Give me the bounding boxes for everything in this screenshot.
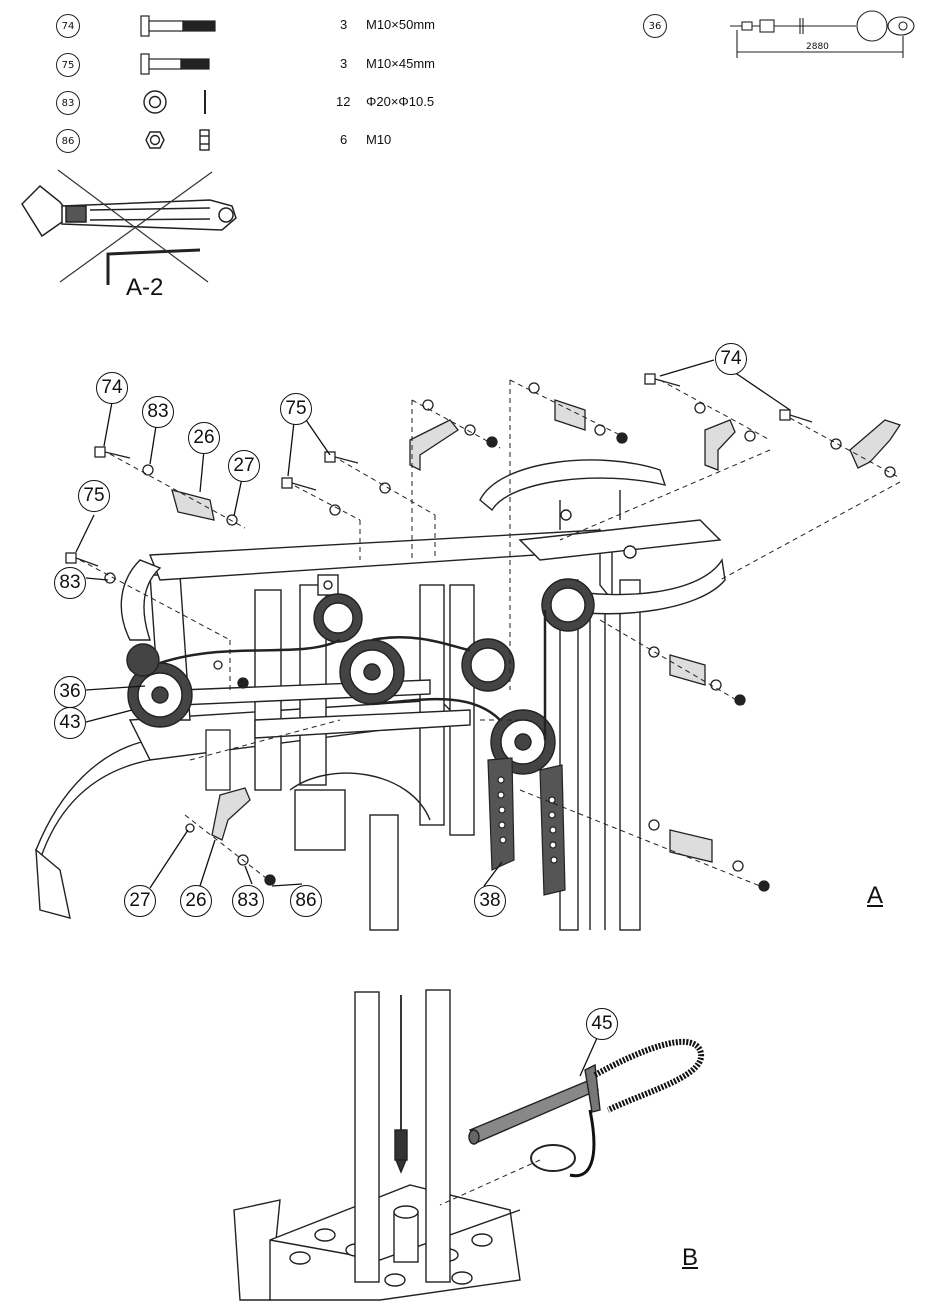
part-id-badge: 74 xyxy=(56,14,80,38)
callout-45: 45 xyxy=(586,1008,618,1040)
part-spec: M10×45mm xyxy=(366,56,435,71)
step-label-b: B xyxy=(682,1244,699,1271)
part-qty: 6 xyxy=(340,132,348,147)
callout-27: 27 xyxy=(124,885,156,917)
cable-run xyxy=(159,610,547,740)
callout-38: 38 xyxy=(474,885,506,917)
part-id-badge: 83 xyxy=(56,91,80,115)
callout-75: 75 xyxy=(280,393,312,425)
leader-lines xyxy=(75,359,791,1077)
callout-74: 74 xyxy=(715,343,747,375)
part-qty: 3 xyxy=(340,56,348,71)
part-row-86: 86 6 M10 xyxy=(0,127,480,157)
callout-26: 26 xyxy=(188,422,220,454)
part-row-74: 74 3 M10×50mm xyxy=(0,12,480,42)
part-spec: M10 xyxy=(366,132,392,147)
bolt-icon xyxy=(140,15,216,37)
callout-74: 74 xyxy=(96,372,128,404)
callout-26: 26 xyxy=(180,885,212,917)
callout-83: 83 xyxy=(142,396,174,428)
cable-length: 2880 xyxy=(806,42,829,52)
cable-icon xyxy=(730,10,915,58)
part-spec: M10×50mm xyxy=(366,17,435,32)
washer-icon xyxy=(143,90,206,114)
bolt-icon xyxy=(140,53,210,75)
callout-36: 36 xyxy=(54,676,86,708)
guide-lines xyxy=(79,379,901,891)
wrench-icon xyxy=(21,184,237,238)
pulley-drawing xyxy=(126,578,595,775)
nut-icon xyxy=(145,129,210,151)
part-id-badge: 86 xyxy=(56,129,80,153)
frame-drawing xyxy=(35,459,726,931)
part-row-83: 83 12 Φ20×Φ10.5 xyxy=(0,89,480,119)
callout-43: 43 xyxy=(54,707,86,739)
cross-out-mark xyxy=(57,169,213,283)
callout-83: 83 xyxy=(54,567,86,599)
part-id-badge: 75 xyxy=(56,53,80,77)
strap-drawing xyxy=(487,757,566,896)
callout-86: 86 xyxy=(290,885,322,917)
part-qty: 3 xyxy=(340,17,348,32)
tool-label: A-2 xyxy=(126,274,164,301)
diagram-b-drawing xyxy=(233,989,521,1301)
part-qty: 12 xyxy=(336,94,351,109)
step-label-a: A xyxy=(867,882,884,909)
callout-27: 27 xyxy=(228,450,260,482)
hex-key-icon xyxy=(106,248,201,285)
cable-part-badge: 36 xyxy=(643,14,667,38)
hardware-exploded xyxy=(65,373,902,892)
part-spec: Φ20×Φ10.5 xyxy=(366,94,435,109)
callout-75: 75 xyxy=(78,480,110,512)
part-row-75: 75 3 M10×45mm xyxy=(0,51,480,81)
pull-pin-drawing xyxy=(439,1038,705,1206)
callout-83: 83 xyxy=(232,885,264,917)
